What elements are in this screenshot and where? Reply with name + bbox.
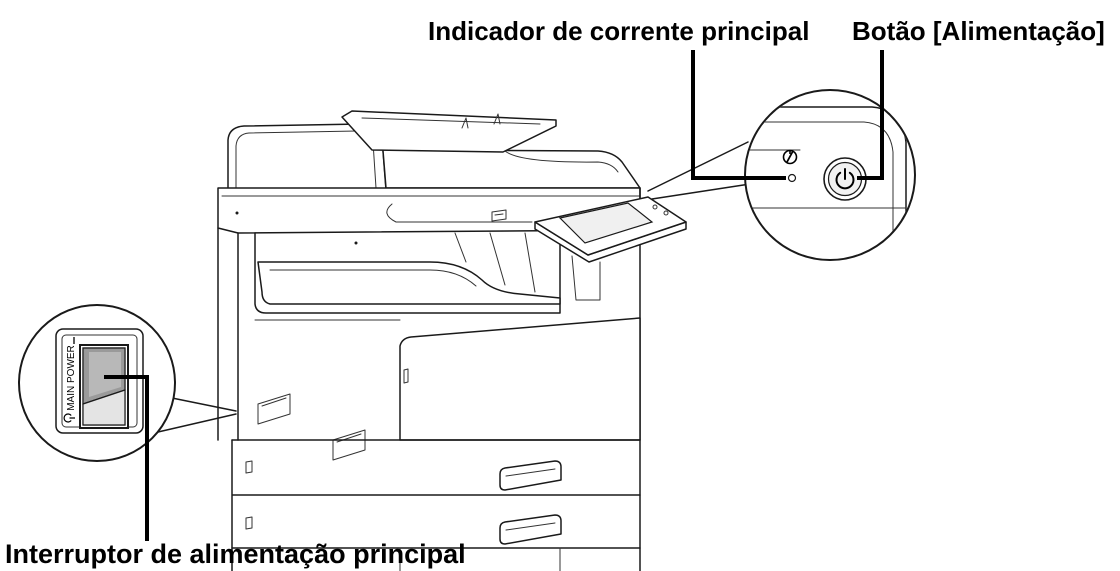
- document-tray: [341, 110, 557, 153]
- main-power-indicator-lamp: [787, 173, 797, 183]
- output-area-screw: [354, 241, 358, 245]
- tray-1: [231, 439, 641, 571]
- output-cavity: [254, 231, 561, 314]
- right-callout-connector-1: [647, 141, 749, 192]
- indicator-leader-line: [691, 50, 786, 180]
- body-front: [231, 317, 641, 461]
- panel-key-1: [652, 204, 658, 210]
- main-power-indicator-label: Indicador de corrente principal: [428, 16, 809, 46]
- power-icon: [835, 168, 855, 190]
- printer: [217, 110, 687, 571]
- power-button-label: Botão [Alimentação]: [852, 16, 1105, 46]
- document-feeder: [227, 110, 641, 191]
- tray-1-mark: [245, 460, 253, 474]
- right-callout-connector-2: [651, 183, 751, 200]
- tray-3-edge: [399, 547, 561, 571]
- front-grip-right: [332, 429, 366, 461]
- tray-2-mark: [245, 516, 253, 530]
- main-power-switch-callout: MAIN POWER: [18, 304, 176, 462]
- panel-stand: [571, 255, 601, 301]
- rocker-switch: [82, 347, 126, 426]
- output-guide-1: [454, 232, 467, 263]
- panel-inner-edge: [759, 121, 894, 259]
- scanner-front-lip: [386, 203, 533, 223]
- panel-key-2: [663, 210, 669, 216]
- scanner-release-mark: [491, 209, 507, 222]
- main-power-switch-label: Interruptor de alimentação principal: [5, 539, 466, 569]
- power-button: [823, 157, 867, 201]
- output-tray: [257, 261, 561, 305]
- document-tray-inner-line: [361, 117, 541, 125]
- tray-2-handle-inner: [505, 522, 556, 531]
- right-callout-detail: [746, 106, 907, 259]
- rocker-lower-face: [82, 389, 126, 426]
- exit-tray-edge: [504, 150, 619, 173]
- scanner-screw: [235, 211, 239, 215]
- switch-plate-label: MAIN POWER: [66, 345, 77, 411]
- power-button-callout: [744, 89, 916, 261]
- power-icon: [63, 413, 75, 423]
- output-tray-area: [254, 231, 561, 314]
- tray-1-handle-inner: [505, 468, 556, 477]
- left-callout-detail: MAIN POWER: [55, 328, 144, 434]
- output-tray-fold: [269, 269, 477, 287]
- left-callout-connector-2: [157, 413, 237, 433]
- tray-1-handle: [499, 460, 562, 491]
- output-guide-2: [489, 232, 506, 286]
- tray-2-handle: [499, 514, 562, 545]
- rocker-highlight: [89, 352, 121, 397]
- front-grip-left: [257, 393, 291, 425]
- touch-screen: [558, 202, 654, 244]
- power-button-leader-line: [857, 50, 884, 180]
- paper-trays: [231, 439, 641, 571]
- document-guide-mark-1: [461, 117, 469, 129]
- left-callout-connector-1: [171, 397, 237, 412]
- output-guide-3: [524, 232, 536, 293]
- control-panel: [534, 196, 687, 263]
- body-left-side: [217, 227, 239, 441]
- main-power-indicator-icon: [782, 149, 798, 165]
- main-switch-leader-line: [104, 375, 149, 541]
- front-door: [399, 317, 641, 441]
- document-guide-mark-2: [493, 113, 501, 125]
- front-door-handle: [403, 368, 409, 384]
